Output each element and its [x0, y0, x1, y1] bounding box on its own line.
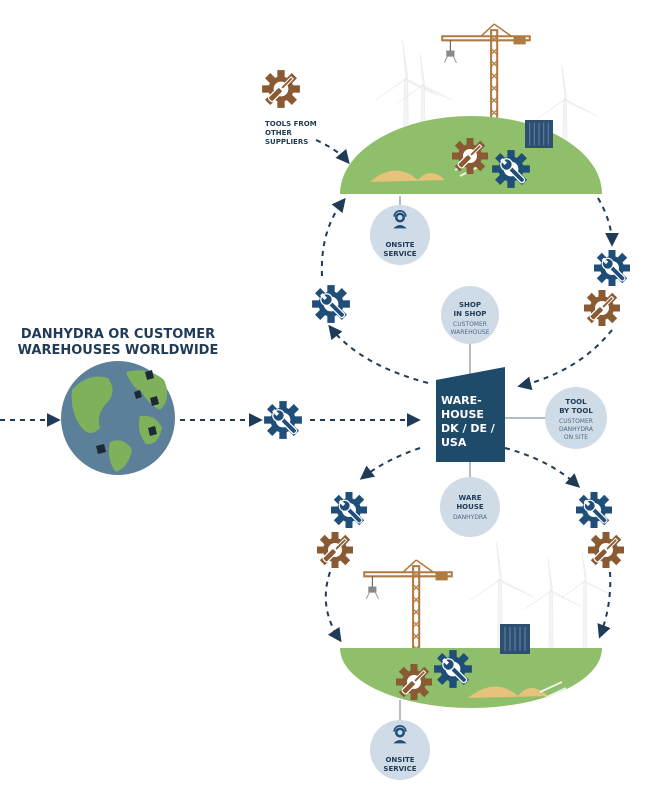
- title-line1: DANHYDRA OR CUSTOMER: [21, 327, 215, 342]
- onsite-bottom-title2: SERVICE: [383, 765, 416, 773]
- warehouse-line4: USA: [441, 436, 467, 449]
- tool-title1: TOOL: [565, 398, 587, 406]
- title-line2: WAREHOUSES WORLDWIDE: [18, 343, 219, 358]
- shop-in-shop-node: [441, 286, 499, 344]
- ware-sub1: DANHYDRA: [453, 514, 488, 521]
- warehouse-danhydra-node: [440, 477, 500, 537]
- onsite-bottom-title1: ONSITE: [385, 756, 414, 764]
- ware-title1: WARE: [459, 494, 482, 502]
- gear-wrench-icon: [263, 400, 303, 440]
- warehouse-line1: WARE-: [441, 394, 482, 407]
- globe-icon: [61, 361, 175, 475]
- container-icon: [500, 624, 530, 654]
- onsite-service-node-top: [370, 205, 430, 265]
- tool-by-tool-node: [545, 387, 607, 449]
- shop-sub1: CUSTOMER: [453, 321, 487, 328]
- gear-screwdriver-icon: [261, 69, 301, 109]
- shop-title1: SHOP: [459, 301, 481, 309]
- warehouse-block: [436, 367, 505, 462]
- sand-pile: [468, 686, 548, 698]
- tool-sub3: ON SITE: [564, 434, 588, 441]
- gear-wrench-icon: [433, 649, 473, 689]
- warehouse-line3: DK / DE /: [441, 422, 496, 435]
- gear-screwdriver-icon: [587, 531, 625, 569]
- shop-title2: IN SHOP: [454, 310, 487, 318]
- flow-arrows: [0, 139, 619, 643]
- ware-title2: HOUSE: [456, 503, 484, 511]
- tool-sub1: CUSTOMER: [559, 418, 593, 425]
- tool-title2: BY TOOL: [559, 407, 593, 415]
- gear-screwdriver-icon: [451, 137, 489, 175]
- gear-wrench-icon: [330, 491, 368, 529]
- gear-screwdriver-icon: [395, 663, 433, 701]
- gear-screwdriver-icon: [316, 531, 354, 569]
- tool-sub2: DANHYDRA: [559, 426, 594, 433]
- shop-sub2: WAREHOUSE: [451, 329, 490, 336]
- gear-wrench-icon: [575, 491, 613, 529]
- tools-label-line1: TOOLS FROM: [265, 120, 317, 128]
- gear-screwdriver-icon: [583, 289, 621, 327]
- crane-icon: [441, 23, 531, 133]
- top-site-illustration: [340, 23, 602, 194]
- gear-wrench-icon: [311, 284, 351, 324]
- wind-turbine-icon: [561, 551, 612, 660]
- onsite-top-title1: ONSITE: [385, 241, 414, 249]
- bottom-site-illustration: [340, 542, 612, 708]
- bottom-hill: [340, 648, 602, 708]
- gear-wrench-icon: [593, 249, 631, 287]
- tools-label-line2: OTHER: [265, 129, 292, 137]
- warehouse-line2: HOUSE: [441, 408, 484, 421]
- sand-pile: [370, 170, 445, 182]
- onsite-top-title2: SERVICE: [383, 250, 416, 258]
- gear-wrench-icon: [491, 149, 531, 189]
- tools-label-line3: SUPPLIERS: [265, 138, 308, 146]
- onsite-service-node-bottom: [370, 720, 430, 780]
- container-icon: [525, 120, 553, 148]
